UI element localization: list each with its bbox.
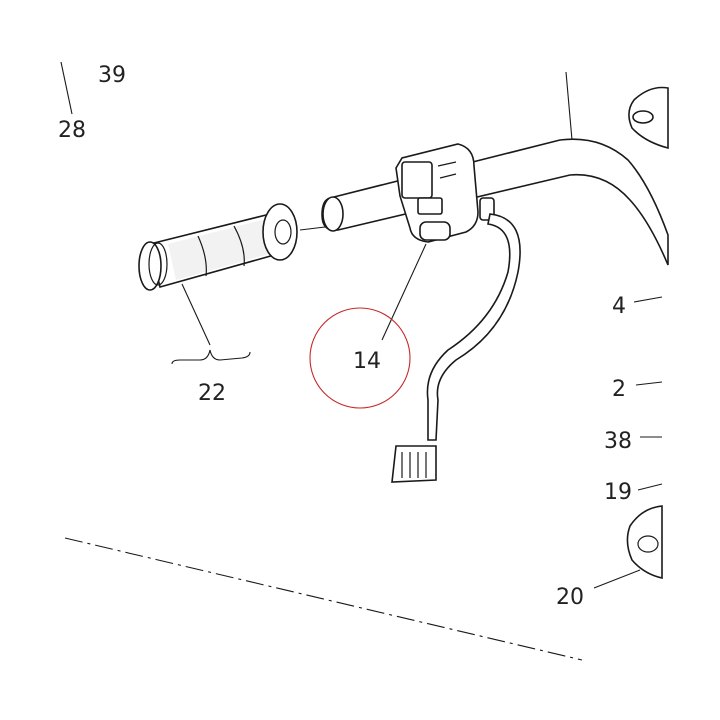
- callout-2: 2: [612, 377, 626, 402]
- handlebar: [321, 71, 669, 266]
- hand-grip: [138, 203, 298, 346]
- center-line: [64, 537, 583, 661]
- grip-assembly-brace: [171, 349, 251, 365]
- connector-plug: [391, 445, 437, 483]
- cup-part: [626, 505, 663, 579]
- leader-20: [593, 569, 641, 589]
- highlight-circle: [309, 307, 411, 409]
- callout-22: 22: [198, 381, 226, 406]
- callout-38: 38: [604, 429, 632, 454]
- callout-39: 39: [98, 63, 126, 88]
- wire-harness: [381, 213, 521, 483]
- leader-19: [637, 483, 663, 491]
- leader-28: [60, 61, 73, 115]
- clamp-bracket: [628, 86, 669, 150]
- callout-28: 28: [58, 118, 86, 143]
- leader-2: [635, 381, 663, 386]
- leader-4: [633, 296, 663, 303]
- switch-housing: [395, 143, 495, 243]
- callout-4: 4: [612, 294, 626, 319]
- callout-14: 14: [353, 349, 381, 374]
- assembly-axis: [299, 226, 326, 231]
- callout-20: 20: [556, 585, 584, 610]
- callout-19: 19: [604, 480, 632, 505]
